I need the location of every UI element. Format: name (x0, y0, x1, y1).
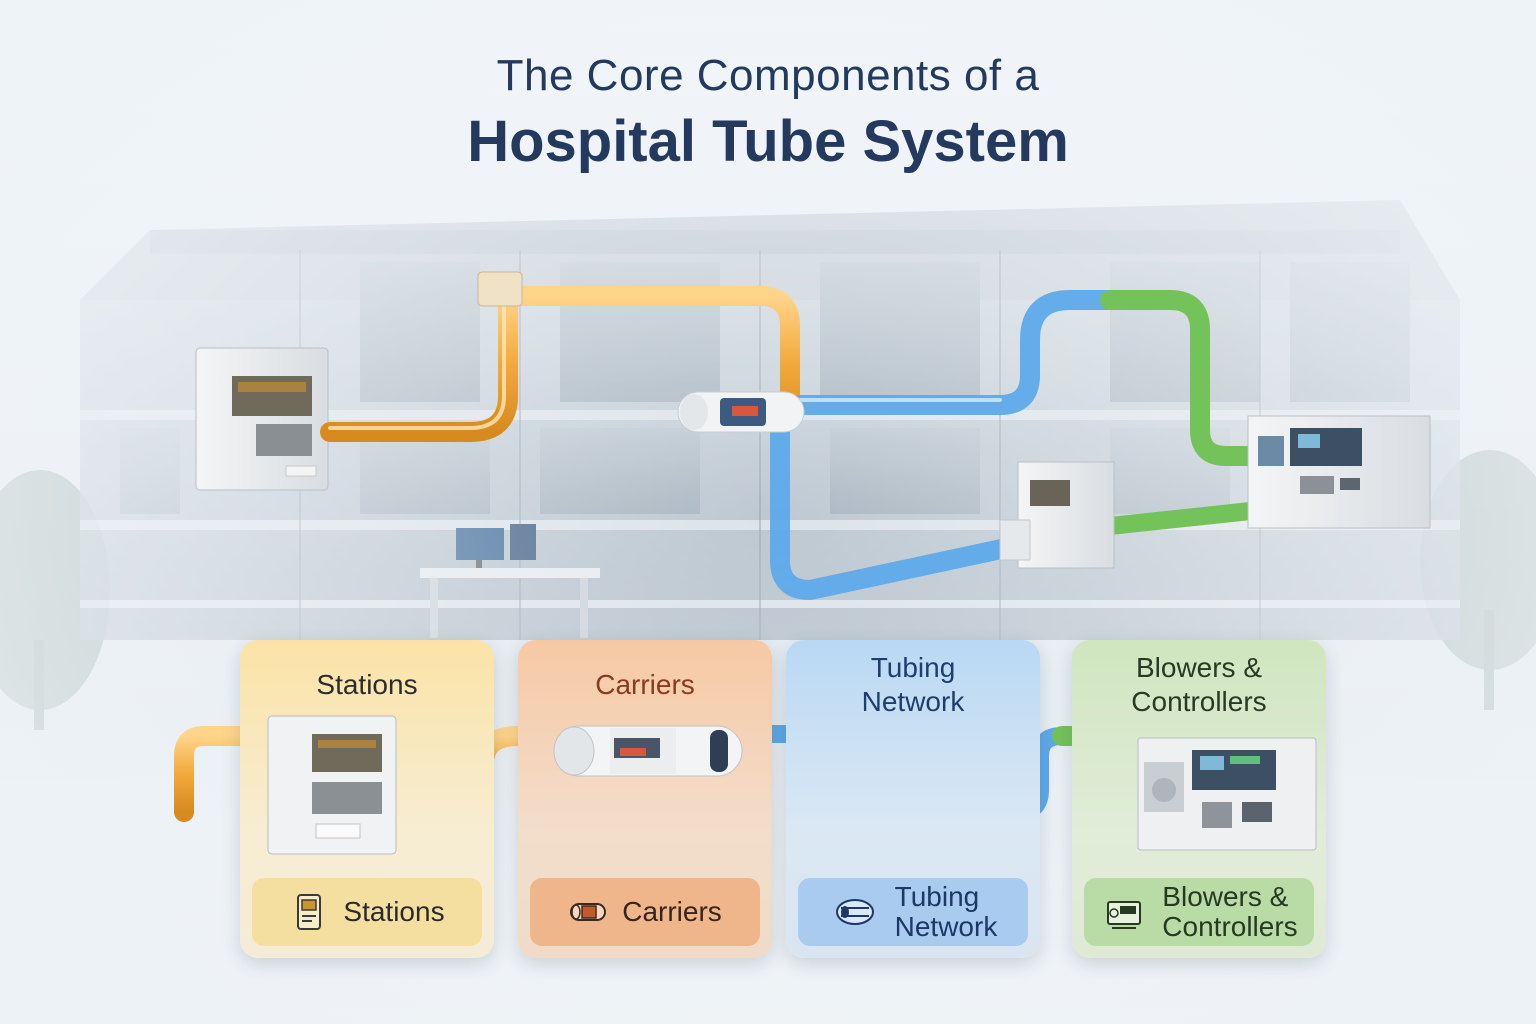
blowers-card-header: Blowers &Controllers (1131, 652, 1267, 717)
stations-card-label: Stations (343, 896, 445, 927)
title-line-1: The Core Components of a (496, 51, 1040, 100)
blowers-card: Blowers &Controllers Blowers &Controller… (1072, 640, 1326, 958)
carrier-icon (570, 903, 607, 921)
station-icon (297, 894, 322, 930)
carriers-card-header: Carriers (595, 669, 695, 700)
blower-controller-illustration (1137, 737, 1317, 851)
blowers-card-label: Blowers &Controllers (1162, 881, 1298, 942)
carrier-capsule-building (677, 391, 805, 433)
stations-card: Stations Stations (240, 640, 494, 958)
title-line-2: Hospital Tube System (467, 109, 1069, 174)
stations-pipe-building (320, 271, 800, 442)
tubing-pipe-building (770, 290, 1120, 600)
carriers-card-footer: Carriers (530, 878, 760, 946)
carriers-card: Carriers Carriers (518, 640, 772, 958)
title-block: The Core Components of a Hospital Tube S… (0, 48, 1536, 180)
carrier-capsule-illustration (553, 725, 743, 777)
stations-card-header: Stations (316, 669, 418, 700)
station-unit-building (195, 347, 329, 491)
diverter-unit-building (999, 461, 1115, 569)
blowers-card-footer: Blowers &Controllers (1084, 878, 1314, 946)
blower-controller-building (1247, 415, 1431, 529)
carriers-card-label: Carriers (622, 896, 722, 927)
tubing-icon (835, 899, 874, 925)
blower-icon (1107, 901, 1142, 929)
station-machine-illustration (267, 715, 397, 855)
stations-card-footer: Stations (252, 878, 482, 946)
